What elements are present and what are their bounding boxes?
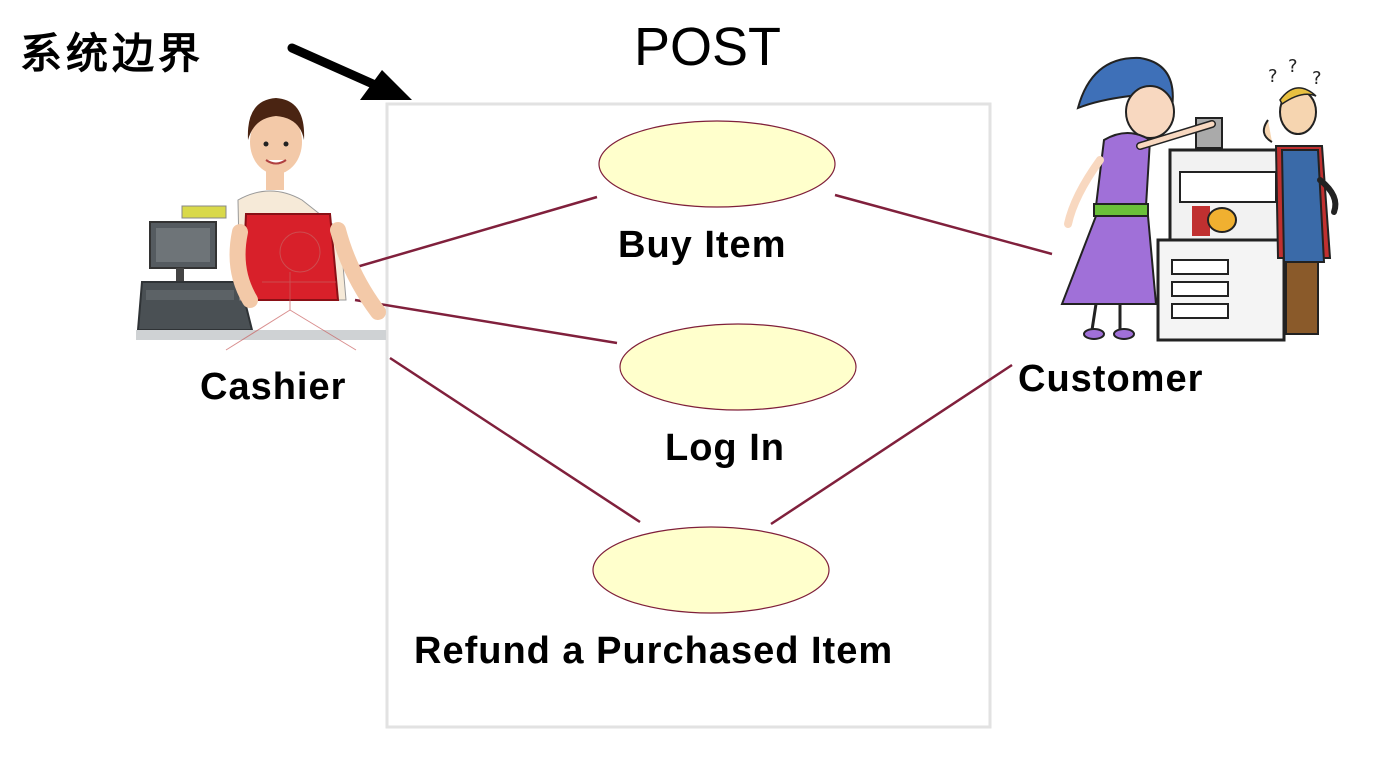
customer-illustration-icon: ? ? ? [1060, 56, 1339, 342]
use-case-label-buy-item: Buy Item [618, 224, 787, 266]
association-customer-refund [770, 363, 1013, 526]
system-title: POST [634, 17, 782, 77]
actor-label-cashier: Cashier [200, 366, 347, 408]
use-case-label-refund: Refund a Purchased Item [414, 630, 894, 672]
association-cashier-refund [389, 356, 641, 524]
actor-label-customer: Customer [1018, 358, 1204, 400]
system-boundary [385, 102, 992, 729]
svg-text:?: ? [1268, 66, 1278, 87]
association-cashier-buy-item [352, 195, 598, 270]
association-cashier-log-in [354, 298, 618, 345]
use-case-log-in[interactable] [619, 323, 857, 411]
boundary-arrow-icon [287, 43, 412, 100]
cashier-illustration-icon [136, 98, 386, 351]
svg-text:?: ? [1312, 68, 1322, 89]
association-customer-buy-item [834, 193, 1053, 256]
use-case-refund[interactable] [592, 526, 830, 614]
use-case-label-log-in: Log In [665, 427, 785, 469]
svg-text:?: ? [1288, 56, 1298, 77]
associations [352, 193, 1053, 526]
use-case-buy-item[interactable] [598, 120, 836, 208]
system-boundary-annotation: 系统边界 [20, 29, 205, 78]
